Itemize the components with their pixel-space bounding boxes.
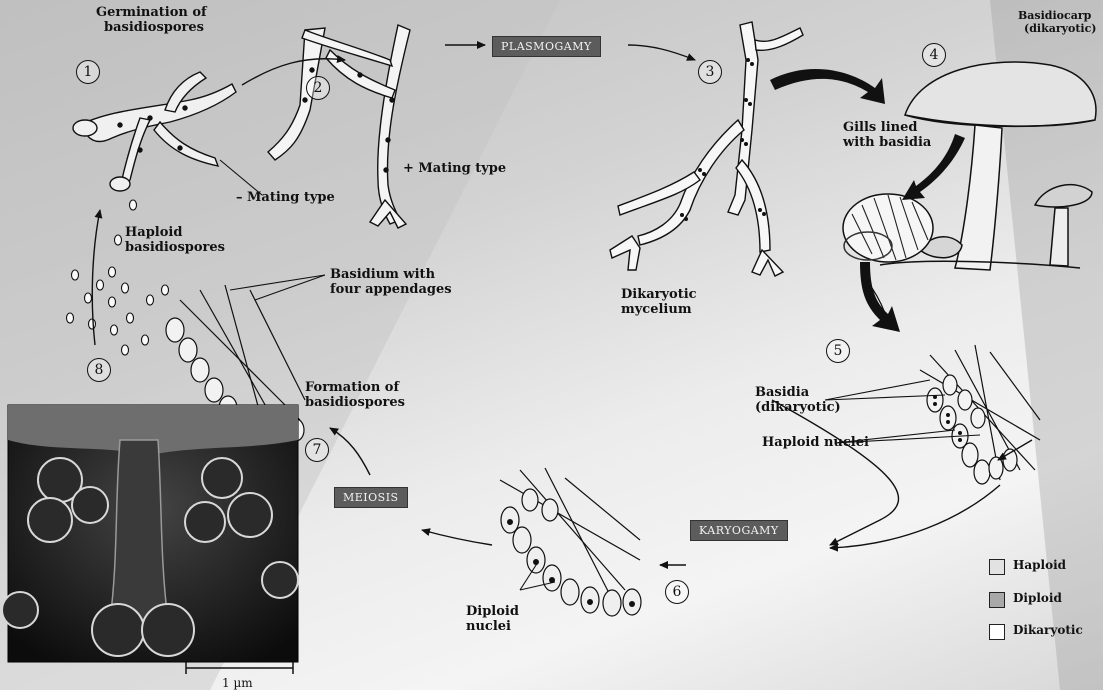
dikaryotic-mycelium-label-line1: Dikaryotic — [621, 287, 697, 302]
legend-swatch-dikaryotic — [989, 624, 1005, 640]
diploid-nuclei-label-line2: nuclei — [466, 619, 511, 634]
stage-2-number: 2 — [306, 76, 330, 100]
stage-4-number: 4 — [922, 43, 946, 67]
basidium-label-line2: four appendages — [330, 282, 452, 297]
dikaryotic-basidia-illustration — [920, 345, 1040, 484]
plus-mating-type-label: + Mating type — [403, 161, 506, 176]
stage-1-number: 1 — [76, 60, 100, 84]
legend-label-dikaryotic: Dikaryotic — [1013, 623, 1083, 637]
haploid-nuclei-label: Haploid nuclei — [762, 435, 869, 450]
basidia-label-line2: (dikaryotic) — [755, 400, 841, 415]
stage-3-number: 3 — [698, 60, 722, 84]
diploid-basidia-illustration — [500, 468, 641, 616]
stage-8-number: 8 — [87, 358, 111, 382]
karyogamy-box: KARYOGAMY — [690, 520, 788, 541]
minus-mating-type-label: – Mating type — [236, 190, 335, 205]
legend-swatch-haploid — [989, 559, 1005, 575]
sem-micrograph — [2, 405, 298, 662]
legend-label-diploid: Diploid — [1013, 591, 1062, 605]
dikaryotic-mycelium-label-line2: mycelium — [621, 302, 692, 317]
legend-label-haploid: Haploid — [1013, 558, 1066, 572]
haploid-basidiospores-label-line1: Haploid — [125, 225, 182, 240]
germination-label-line2: basidiospores — [104, 20, 204, 35]
gills-label-line1: Gills lined — [843, 120, 917, 135]
plasmogamy-box: PLASMOGAMY — [492, 36, 601, 57]
stage-5-number: 5 — [826, 339, 850, 363]
stage-6-number: 6 — [665, 580, 689, 604]
basidium-label-line1: Basidium with — [330, 267, 435, 282]
basidia-label-line1: Basidia — [755, 385, 809, 400]
diploid-nuclei-label-line1: Diploid — [466, 604, 519, 619]
legend-swatch-diploid — [989, 592, 1005, 608]
stage-7-number: 7 — [305, 438, 329, 462]
haploid-basidiospores-label-line2: basidiospores — [125, 240, 225, 255]
scale-bar-label: 1 µm — [222, 676, 253, 690]
formation-label-line1: Formation of — [305, 380, 399, 395]
meiosis-box: MEIOSIS — [334, 487, 408, 508]
gills-label-line2: with basidia — [843, 135, 931, 150]
germination-label-line1: Germination of — [96, 5, 207, 20]
formation-label-line2: basidiospores — [305, 395, 405, 410]
basidiocarp-label-line1: Basidiocarp — [1018, 10, 1091, 22]
basidiocarp-label-line2: (dikaryotic) — [1024, 23, 1097, 35]
